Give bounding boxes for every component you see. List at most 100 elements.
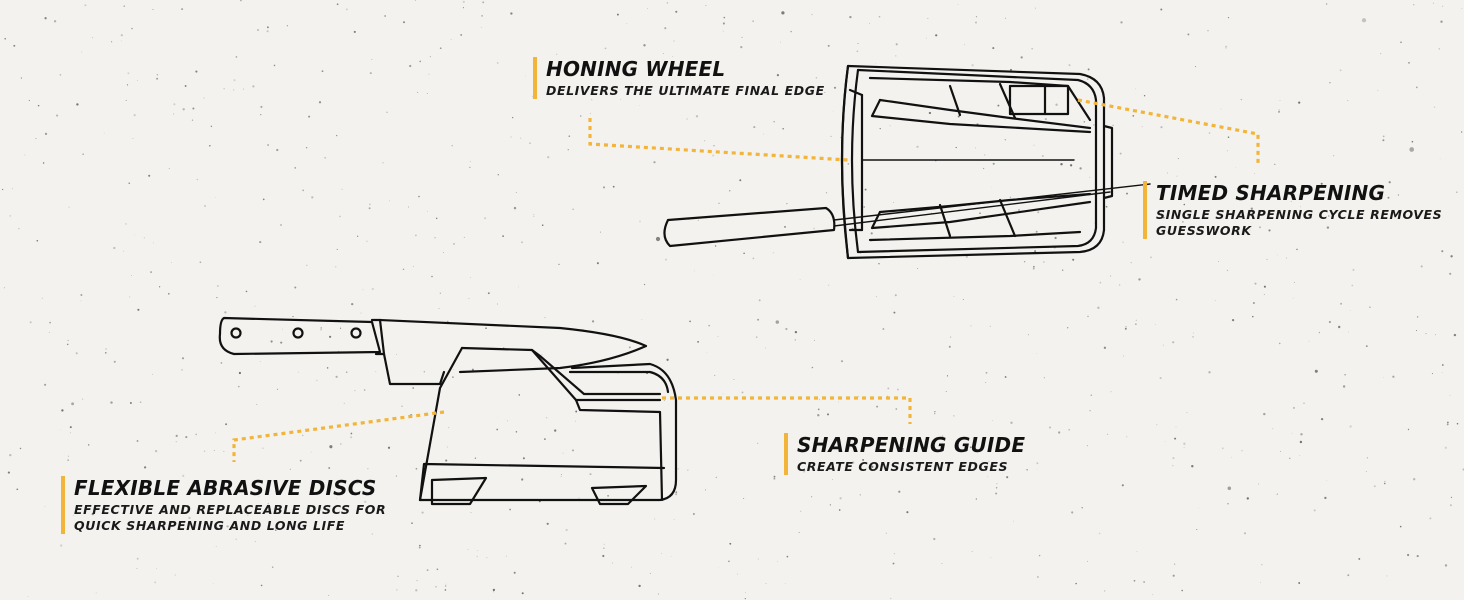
speckle: [156, 74, 159, 76]
speckle: [641, 318, 643, 320]
speckle: [785, 327, 788, 331]
speckle: [270, 340, 273, 343]
speckle: [870, 232, 873, 235]
speckle: [698, 84, 701, 86]
speckle: [19, 447, 22, 450]
speckle: [765, 347, 766, 349]
speckle: [409, 64, 412, 68]
speckle: [136, 557, 139, 560]
speckle: [654, 518, 656, 520]
speckle: [990, 557, 992, 559]
speckle: [1176, 175, 1178, 177]
speckle: [882, 328, 885, 330]
speckle: [1449, 504, 1452, 507]
speckle: [225, 423, 228, 426]
speckle: [132, 138, 134, 139]
speckle: [510, 136, 512, 138]
speckle: [294, 286, 297, 289]
speckle: [1453, 333, 1457, 337]
speckle: [170, 262, 172, 264]
speckle: [603, 543, 605, 545]
speckle: [1103, 590, 1106, 592]
speckle: [72, 515, 74, 517]
speckle: [970, 325, 972, 327]
speckle: [889, 597, 892, 600]
speckle: [1098, 532, 1101, 535]
speckle: [975, 21, 977, 24]
speckle: [1382, 139, 1385, 142]
speckle: [675, 491, 678, 494]
speckle: [1263, 285, 1266, 288]
speckle: [1358, 557, 1361, 560]
speckle: [1049, 426, 1051, 429]
speckle: [84, 4, 87, 7]
speckle: [868, 22, 870, 24]
speckle: [757, 558, 759, 560]
speckle: [1010, 68, 1012, 71]
speckle: [1261, 564, 1263, 566]
speckle: [1196, 529, 1198, 530]
speckle: [20, 77, 22, 79]
speckle: [1408, 62, 1410, 64]
speckle: [212, 583, 214, 584]
speckle: [438, 308, 440, 310]
speckle: [1071, 511, 1074, 514]
speckle: [558, 263, 560, 266]
speckle: [2, 188, 4, 191]
speckle: [1075, 582, 1077, 585]
speckle: [933, 537, 936, 541]
speckle: [1044, 118, 1047, 121]
speckle: [75, 352, 78, 355]
speckle: [547, 156, 550, 159]
speckle: [81, 51, 83, 53]
speckle: [223, 88, 225, 90]
speckle: [620, 98, 622, 100]
speckle: [427, 210, 428, 212]
speckle: [727, 88, 729, 90]
speckle: [1388, 181, 1391, 184]
speckle: [181, 357, 185, 360]
speckle: [493, 591, 495, 593]
speckle: [639, 105, 641, 106]
speckle: [42, 162, 45, 164]
speckle: [931, 446, 933, 448]
speckle: [708, 324, 711, 327]
speckle: [1258, 483, 1260, 485]
speckle: [275, 527, 277, 530]
speckle: [541, 354, 543, 355]
speckle: [382, 162, 384, 164]
speckle: [484, 217, 487, 220]
speckle: [690, 75, 691, 77]
speckle: [695, 115, 699, 118]
speckle: [1420, 265, 1423, 268]
speckle: [574, 420, 576, 422]
speckle: [415, 589, 418, 592]
speckle: [1293, 281, 1295, 283]
speckle: [829, 504, 832, 506]
speckle: [469, 161, 471, 162]
speckle: [1252, 301, 1255, 305]
callout-title: SHARPENING GUIDE: [797, 433, 1026, 457]
speckle: [175, 441, 177, 443]
speckle: [435, 586, 437, 588]
speckle: [592, 320, 595, 323]
speckle: [82, 398, 84, 400]
speckle: [1347, 100, 1349, 102]
speckle: [44, 17, 47, 20]
speckle: [1162, 344, 1164, 346]
speckle: [757, 318, 760, 321]
speckle: [1037, 576, 1039, 578]
speckle: [1450, 255, 1453, 258]
speckle: [1246, 497, 1249, 500]
speckle: [1177, 158, 1179, 160]
speckle: [463, 236, 465, 238]
speckle: [1369, 306, 1371, 309]
speckle: [901, 448, 904, 450]
speckle: [1043, 261, 1045, 263]
speckle: [9, 453, 12, 457]
speckle: [765, 582, 767, 584]
speckle: [120, 40, 122, 42]
speckle: [154, 581, 157, 584]
speckle: [849, 15, 852, 19]
speckle: [446, 446, 448, 448]
